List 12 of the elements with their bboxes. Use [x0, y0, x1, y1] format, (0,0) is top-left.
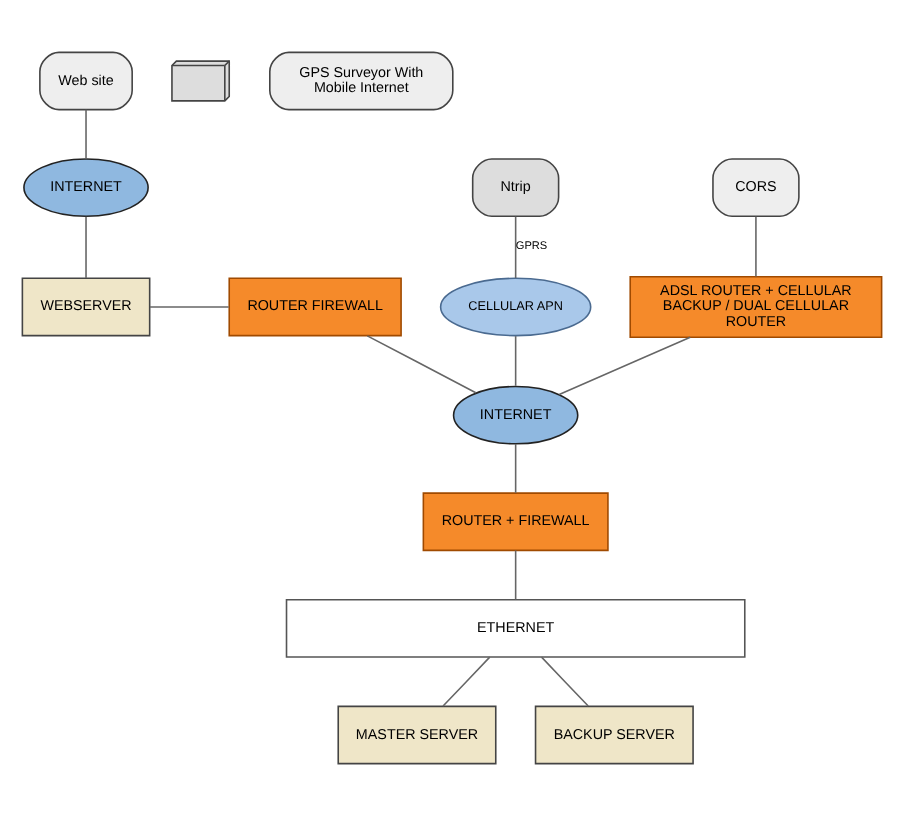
connector — [149, 305, 230, 307]
connector — [540, 655, 589, 706]
connector — [514, 548, 517, 600]
connector — [755, 214, 757, 277]
connector — [514, 334, 517, 386]
connector — [85, 108, 87, 159]
connector — [514, 214, 517, 278]
connector — [366, 334, 477, 393]
connector — [85, 214, 87, 278]
connector — [442, 655, 491, 706]
connector — [558, 335, 692, 395]
connector — [514, 442, 517, 493]
